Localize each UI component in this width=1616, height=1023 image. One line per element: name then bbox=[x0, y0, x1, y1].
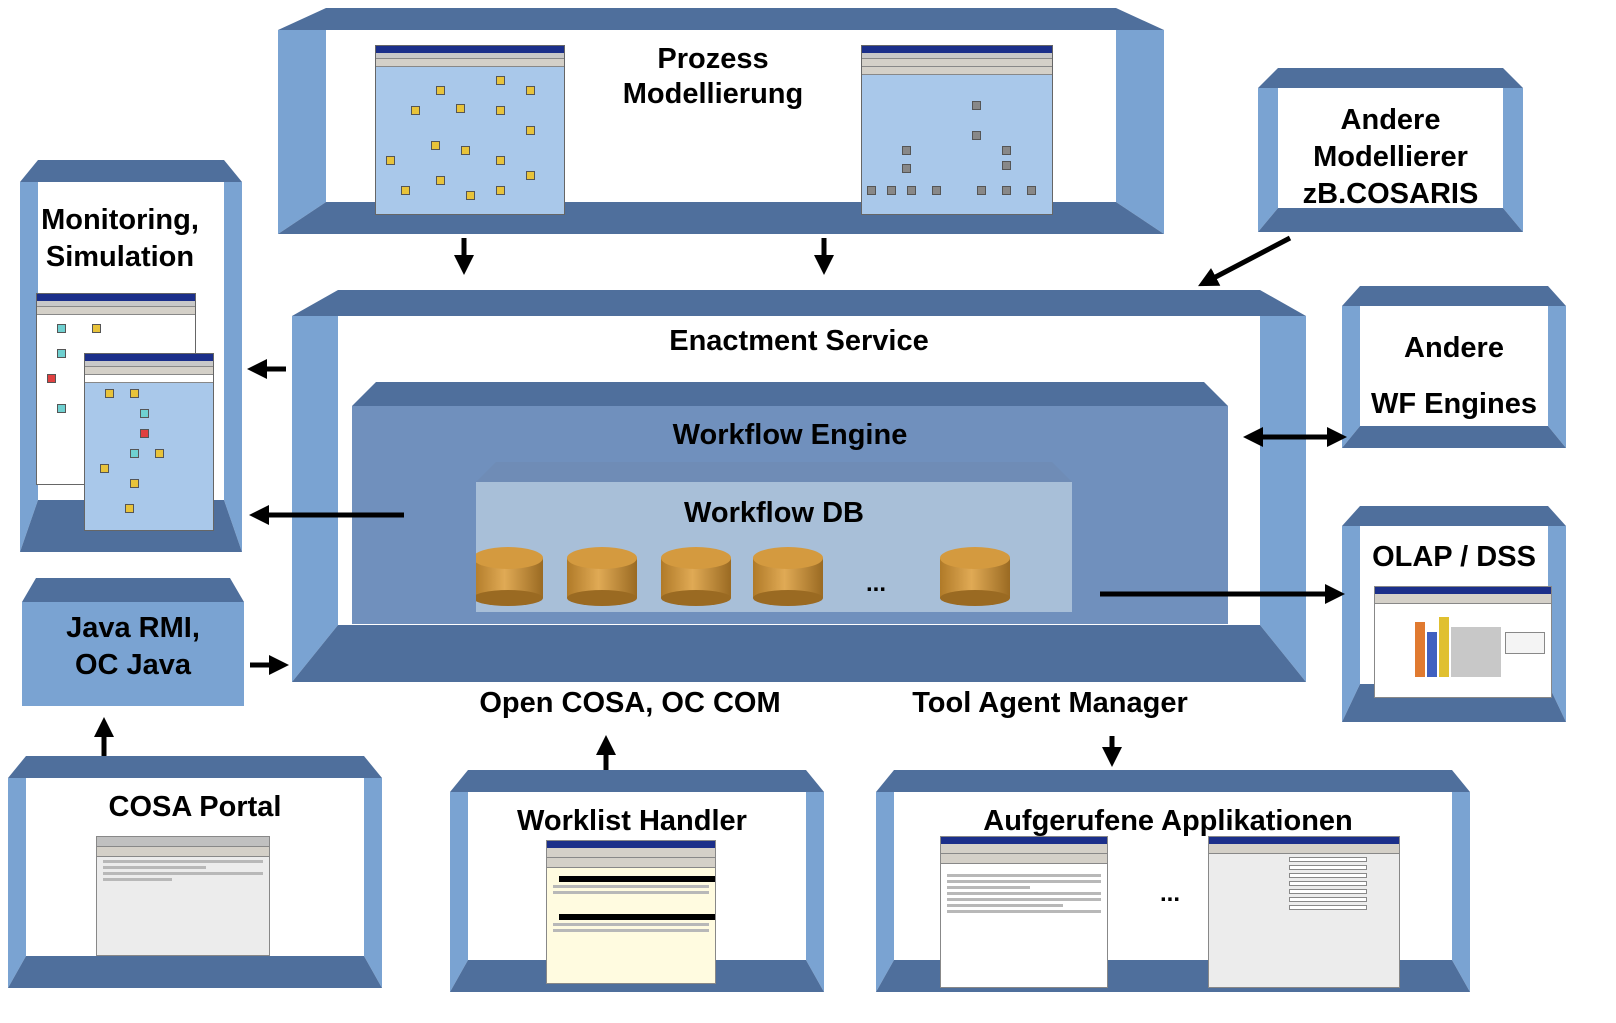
worklist-handler-label: Worklist Handler bbox=[517, 805, 747, 837]
prozess-modellierung-label: Prozess Modellierung bbox=[622, 43, 804, 110]
database-cylinder-icon bbox=[940, 547, 1010, 606]
aufgerufene-applikationen-box: Aufgerufene Applikationen ... bbox=[876, 770, 1470, 992]
box-frame bbox=[1342, 506, 1566, 722]
database-cylinder-icon bbox=[567, 547, 637, 606]
andere-modellierer-box: Andere Modellierer zB.COSARIS bbox=[1258, 68, 1523, 232]
enactment-service-box: Enactment Service bbox=[292, 290, 1306, 682]
box-frame bbox=[22, 578, 244, 706]
database-cylinders bbox=[476, 547, 1010, 606]
enactment-service-label: Enactment Service bbox=[669, 325, 929, 357]
workflow-engine-label: Workflow Engine bbox=[672, 419, 908, 451]
java-rmi-label: Java RMI, OC Java bbox=[66, 612, 200, 681]
word-document-screenshot bbox=[940, 836, 1108, 988]
box-frame bbox=[450, 770, 824, 992]
cosa-portal-label: COSA Portal bbox=[108, 791, 282, 823]
monitoring-screenshot bbox=[84, 353, 214, 531]
andere-wf-engines-box: Andere WF Engines bbox=[1342, 286, 1566, 448]
java-rmi-box: Java RMI, OC Java bbox=[22, 578, 244, 706]
olap-dss-label: OLAP / DSS bbox=[1372, 541, 1536, 573]
tool-agent-manager-label: Tool Agent Manager bbox=[912, 687, 1188, 719]
box-frame bbox=[1342, 286, 1566, 448]
monitoring-simulation-box: Monitoring, Simulation bbox=[20, 160, 242, 552]
db-ellipsis: ... bbox=[865, 570, 886, 597]
open-cosa-label: Open COSA, OC COM bbox=[479, 687, 781, 719]
project-form-screenshot bbox=[1208, 836, 1400, 988]
database-cylinder-icon bbox=[476, 547, 543, 606]
worklist-handler-box: Worklist Handler bbox=[450, 770, 824, 992]
process-editor-screenshot bbox=[375, 45, 565, 215]
apps-ellipsis: ... bbox=[1159, 880, 1180, 907]
portal-screenshot bbox=[96, 836, 270, 956]
database-cylinder-icon bbox=[661, 547, 731, 606]
prozess-modellierung-box: Prozess Modellierung bbox=[278, 8, 1164, 234]
box-frame bbox=[292, 290, 1306, 682]
workflow-db-label: Workflow DB bbox=[684, 497, 864, 529]
organization-editor-screenshot bbox=[861, 45, 1053, 215]
monitoring-simulation-label: Monitoring, Simulation bbox=[41, 204, 199, 273]
aufgerufene-applikationen-label: Aufgerufene Applikationen bbox=[983, 805, 1353, 837]
database-cylinder-icon bbox=[753, 547, 823, 606]
cosa-portal-box: COSA Portal bbox=[8, 756, 382, 988]
black-arrow-icon bbox=[1198, 235, 1292, 287]
box-frame bbox=[8, 756, 382, 988]
workflow-db-box: Workflow DB ... bbox=[476, 462, 1072, 612]
box-frame bbox=[1258, 68, 1523, 232]
andere-modellierer-label: Andere Modellierer zB.COSARIS bbox=[1302, 104, 1479, 210]
andere-wf-engines-label: Andere WF Engines bbox=[1371, 332, 1537, 420]
olap-dss-box: OLAP / DSS bbox=[1342, 506, 1566, 722]
worklist-screenshot bbox=[546, 840, 716, 984]
olap-chart-screenshot bbox=[1374, 586, 1552, 698]
